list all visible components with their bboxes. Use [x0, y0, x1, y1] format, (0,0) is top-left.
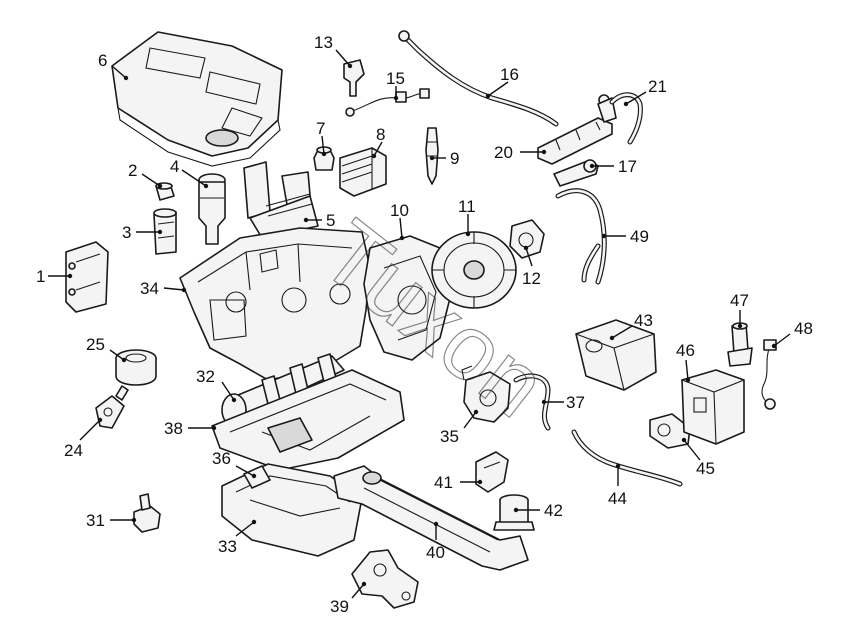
part-35-vacuum-pump: [461, 365, 511, 423]
callout-49: 49: [630, 227, 649, 246]
part-13-sensor: [343, 59, 365, 97]
engine-cover: [111, 31, 283, 167]
part-48-sensor: [761, 339, 777, 410]
callout-34: 34: [140, 279, 159, 298]
callout-6: 6: [98, 51, 107, 70]
callout-36: 36: [212, 449, 231, 468]
part-47-solenoid: [727, 322, 753, 367]
callout-35: 35: [440, 427, 459, 446]
callout-2: 2: [128, 161, 137, 180]
part-49-curved-pipe: [555, 188, 607, 285]
callout-24: 24: [64, 441, 83, 460]
part-42-engine-mount: [493, 494, 535, 531]
callout-9: 9: [450, 149, 459, 168]
callout-32: 32: [196, 367, 215, 386]
callout-39: 39: [330, 597, 349, 616]
callout-33: 33: [218, 537, 237, 556]
callout-47: 47: [730, 291, 749, 310]
part-40-subframe: [333, 465, 529, 571]
callout-45: 45: [696, 459, 715, 478]
callout-46: 46: [676, 341, 695, 360]
part-33-oil-pan-lower: [221, 463, 363, 557]
callout-15: 15: [386, 69, 405, 88]
part-32-crankshaft: [221, 353, 345, 427]
part-15-sensor-wire: [345, 88, 430, 117]
callout-37: 37: [566, 393, 585, 412]
part-11-flywheel: [431, 231, 517, 309]
callout-leaders: [48, 49, 791, 599]
callout-16: 16: [500, 65, 519, 84]
part-38-oil-pan-upper: [211, 369, 405, 471]
part-4-filter-housing: [198, 173, 226, 245]
part-46-egr-housing: [681, 369, 745, 445]
part-20-fuel-rail: [537, 94, 617, 165]
part-43-egr-cooler: [575, 319, 657, 391]
callout-11: 11: [458, 197, 476, 216]
callout-4: 4: [170, 157, 179, 176]
part-illustrations: [65, 30, 777, 609]
part-5-bracket: [243, 161, 319, 239]
callout-12: 12: [522, 269, 541, 288]
part-21-bent-pipe: [609, 92, 643, 145]
callout-43: 43: [634, 311, 653, 330]
callout-1: 1: [36, 267, 45, 286]
callout-labels: 1 2 3 4 5 6 7 8 9 10 11 12 13 15 16 17 2…: [36, 33, 813, 616]
callout-13: 13: [314, 33, 333, 52]
part-31-drain-plug: [133, 493, 161, 533]
part-37-hose: [513, 373, 551, 431]
callout-7: 7: [316, 119, 325, 138]
callout-40: 40: [426, 543, 445, 562]
callout-10: 10: [390, 201, 409, 220]
callout-41: 41: [434, 473, 453, 492]
callout-20: 20: [494, 143, 513, 162]
callout-48: 48: [794, 319, 813, 338]
part-16-fuel-line: [398, 30, 559, 127]
part-3-filter: [153, 208, 177, 255]
part-10-timing-cover: [363, 235, 453, 361]
callout-25: 25: [86, 335, 105, 354]
callout-3: 3: [122, 223, 131, 242]
callout-8: 8: [376, 125, 385, 144]
callout-21: 21: [648, 77, 667, 96]
callout-anchor-dots: [67, 63, 777, 587]
callout-31: 31: [86, 511, 105, 530]
part-44-return-pipe: [571, 429, 683, 487]
callout-17: 17: [618, 157, 637, 176]
part-24-tensioner: [95, 385, 129, 429]
part-41-bracket: [475, 451, 509, 493]
callout-42: 42: [544, 501, 563, 520]
part-1-mount: [65, 241, 109, 313]
callout-5: 5: [326, 211, 335, 230]
part-25-pulley: [115, 349, 157, 386]
callout-38: 38: [164, 419, 183, 438]
part-39-mount-bracket: [351, 549, 419, 609]
callout-44: 44: [608, 489, 627, 508]
part-8-oil-cooler: [339, 147, 387, 197]
part-34-engine-block: [179, 227, 371, 381]
